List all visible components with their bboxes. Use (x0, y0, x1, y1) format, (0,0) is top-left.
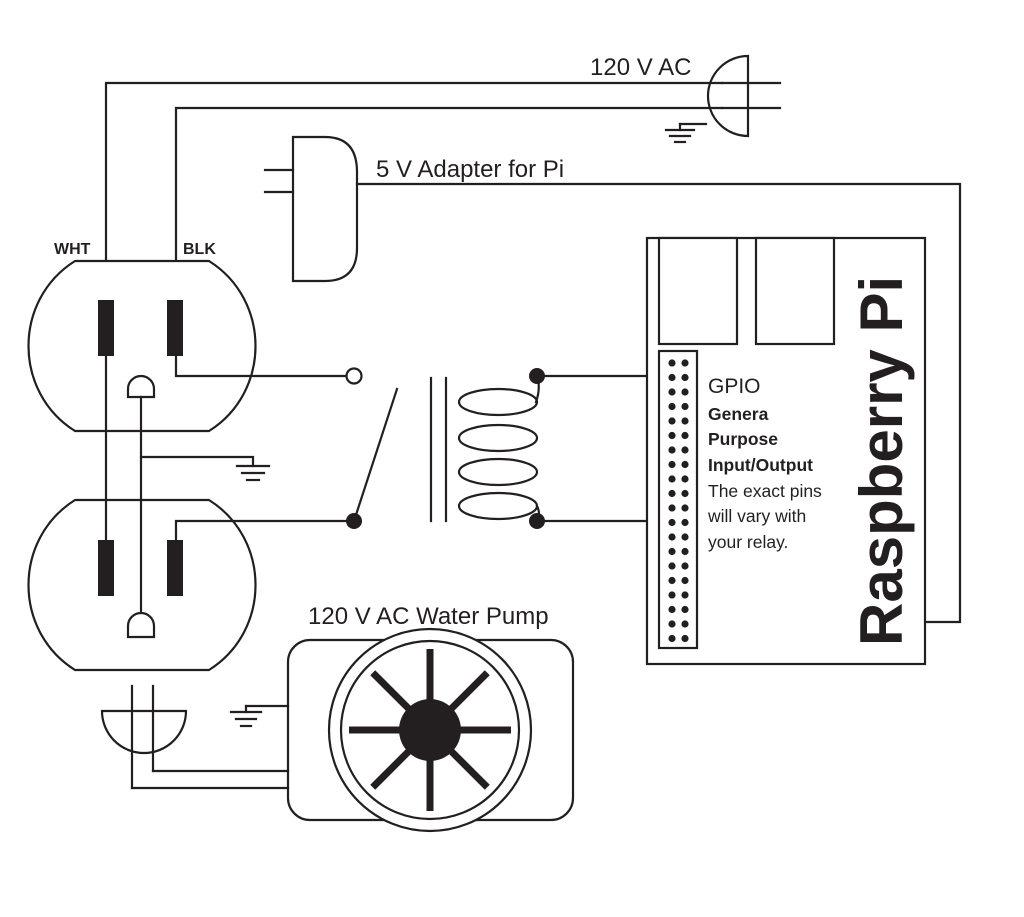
upper-outlet (27, 259, 257, 433)
gpio-pin (681, 446, 689, 454)
gpio-pin (668, 446, 676, 454)
adapter-label: 5 V Adapter for Pi (376, 156, 564, 183)
gpio-desc-line2: Purpose (708, 429, 778, 449)
gpio-pin (668, 489, 676, 498)
gpio-pin (681, 431, 689, 440)
gpio-pin (681, 605, 689, 614)
usb-port-right (754, 236, 836, 346)
gpio-pin (668, 591, 676, 599)
gpio-label: GPIO (708, 375, 761, 398)
gpio-pin (668, 504, 676, 512)
gpio-pin (668, 388, 676, 396)
wht-label: WHT (54, 241, 91, 258)
hot-wire (174, 106, 724, 302)
gpio-pin (668, 431, 676, 440)
impeller-blade (447, 670, 490, 713)
relay-coil (457, 374, 541, 523)
ground-symbol-outlet (235, 464, 271, 482)
gpio-pin (668, 518, 676, 527)
gpio-pin (668, 620, 676, 628)
gpio-pin (681, 634, 689, 643)
water-pump (286, 627, 575, 833)
usb-port-left (657, 236, 739, 346)
pump-impeller (349, 649, 511, 811)
gpio-pin (681, 547, 689, 556)
note-line2: will vary with (707, 506, 806, 526)
gpio-pins (668, 359, 689, 643)
gpio-pin (668, 402, 676, 411)
impeller-blade (370, 670, 413, 713)
pump-hub (399, 699, 461, 761)
gpio-pin (681, 359, 689, 367)
note-line1: The exact pins (708, 481, 822, 501)
gpio-pin (681, 576, 689, 585)
gpio-pin (668, 359, 676, 367)
gpio-pin (681, 402, 689, 411)
adapter-cable (355, 182, 962, 624)
gpio-pin (681, 417, 689, 425)
board-label: Raspberry Pi (848, 276, 915, 646)
gpio-header (657, 349, 699, 650)
pump-plug (100, 684, 188, 790)
gpio-pin (668, 605, 676, 614)
raspberry-pi-board (645, 236, 927, 666)
gpio-pin (668, 460, 676, 469)
gpio-pin (668, 475, 676, 483)
gpio-pin (681, 373, 689, 382)
hot-to-relay (174, 354, 350, 378)
note-line3: your relay. (708, 532, 788, 552)
outlet-ground-branch (139, 455, 255, 468)
gpio-pin (681, 475, 689, 483)
blk-label: BLK (183, 241, 216, 258)
impeller-blade (447, 747, 490, 790)
neutral-wire (104, 81, 724, 302)
gpio-pin (668, 533, 676, 541)
gpio-desc-line3: Input/Output (708, 455, 813, 475)
gpio-pin (681, 489, 689, 498)
pump-label: 120 V AC Water Pump (308, 603, 549, 630)
gpio-pin (668, 547, 676, 556)
gpio-pin (668, 576, 676, 585)
gpio-pin (668, 417, 676, 425)
gpio-pin (681, 562, 689, 570)
gpio-desc-line1: Genera (708, 404, 769, 424)
gpio-pin (668, 373, 676, 382)
gpio-pin (681, 518, 689, 527)
ground-symbol-mains (664, 122, 708, 144)
mains-plug (706, 54, 782, 138)
ground-symbol-pump (229, 704, 290, 728)
mains-label: 120 V AC (590, 54, 691, 81)
gpio-pin (681, 533, 689, 541)
gpio-pin (681, 504, 689, 512)
relay-switch-arm (352, 387, 399, 523)
gpio-pin (681, 591, 689, 599)
pi-power-adapter (263, 135, 359, 283)
gpio-pin (681, 460, 689, 469)
relay-common-wire (174, 519, 356, 542)
gpio-pin (681, 388, 689, 396)
gpio-pin (668, 562, 676, 570)
gpio-pin (681, 620, 689, 628)
gpio-pin (668, 634, 676, 643)
relay-contact-open (345, 367, 363, 385)
impeller-blade (370, 747, 413, 790)
